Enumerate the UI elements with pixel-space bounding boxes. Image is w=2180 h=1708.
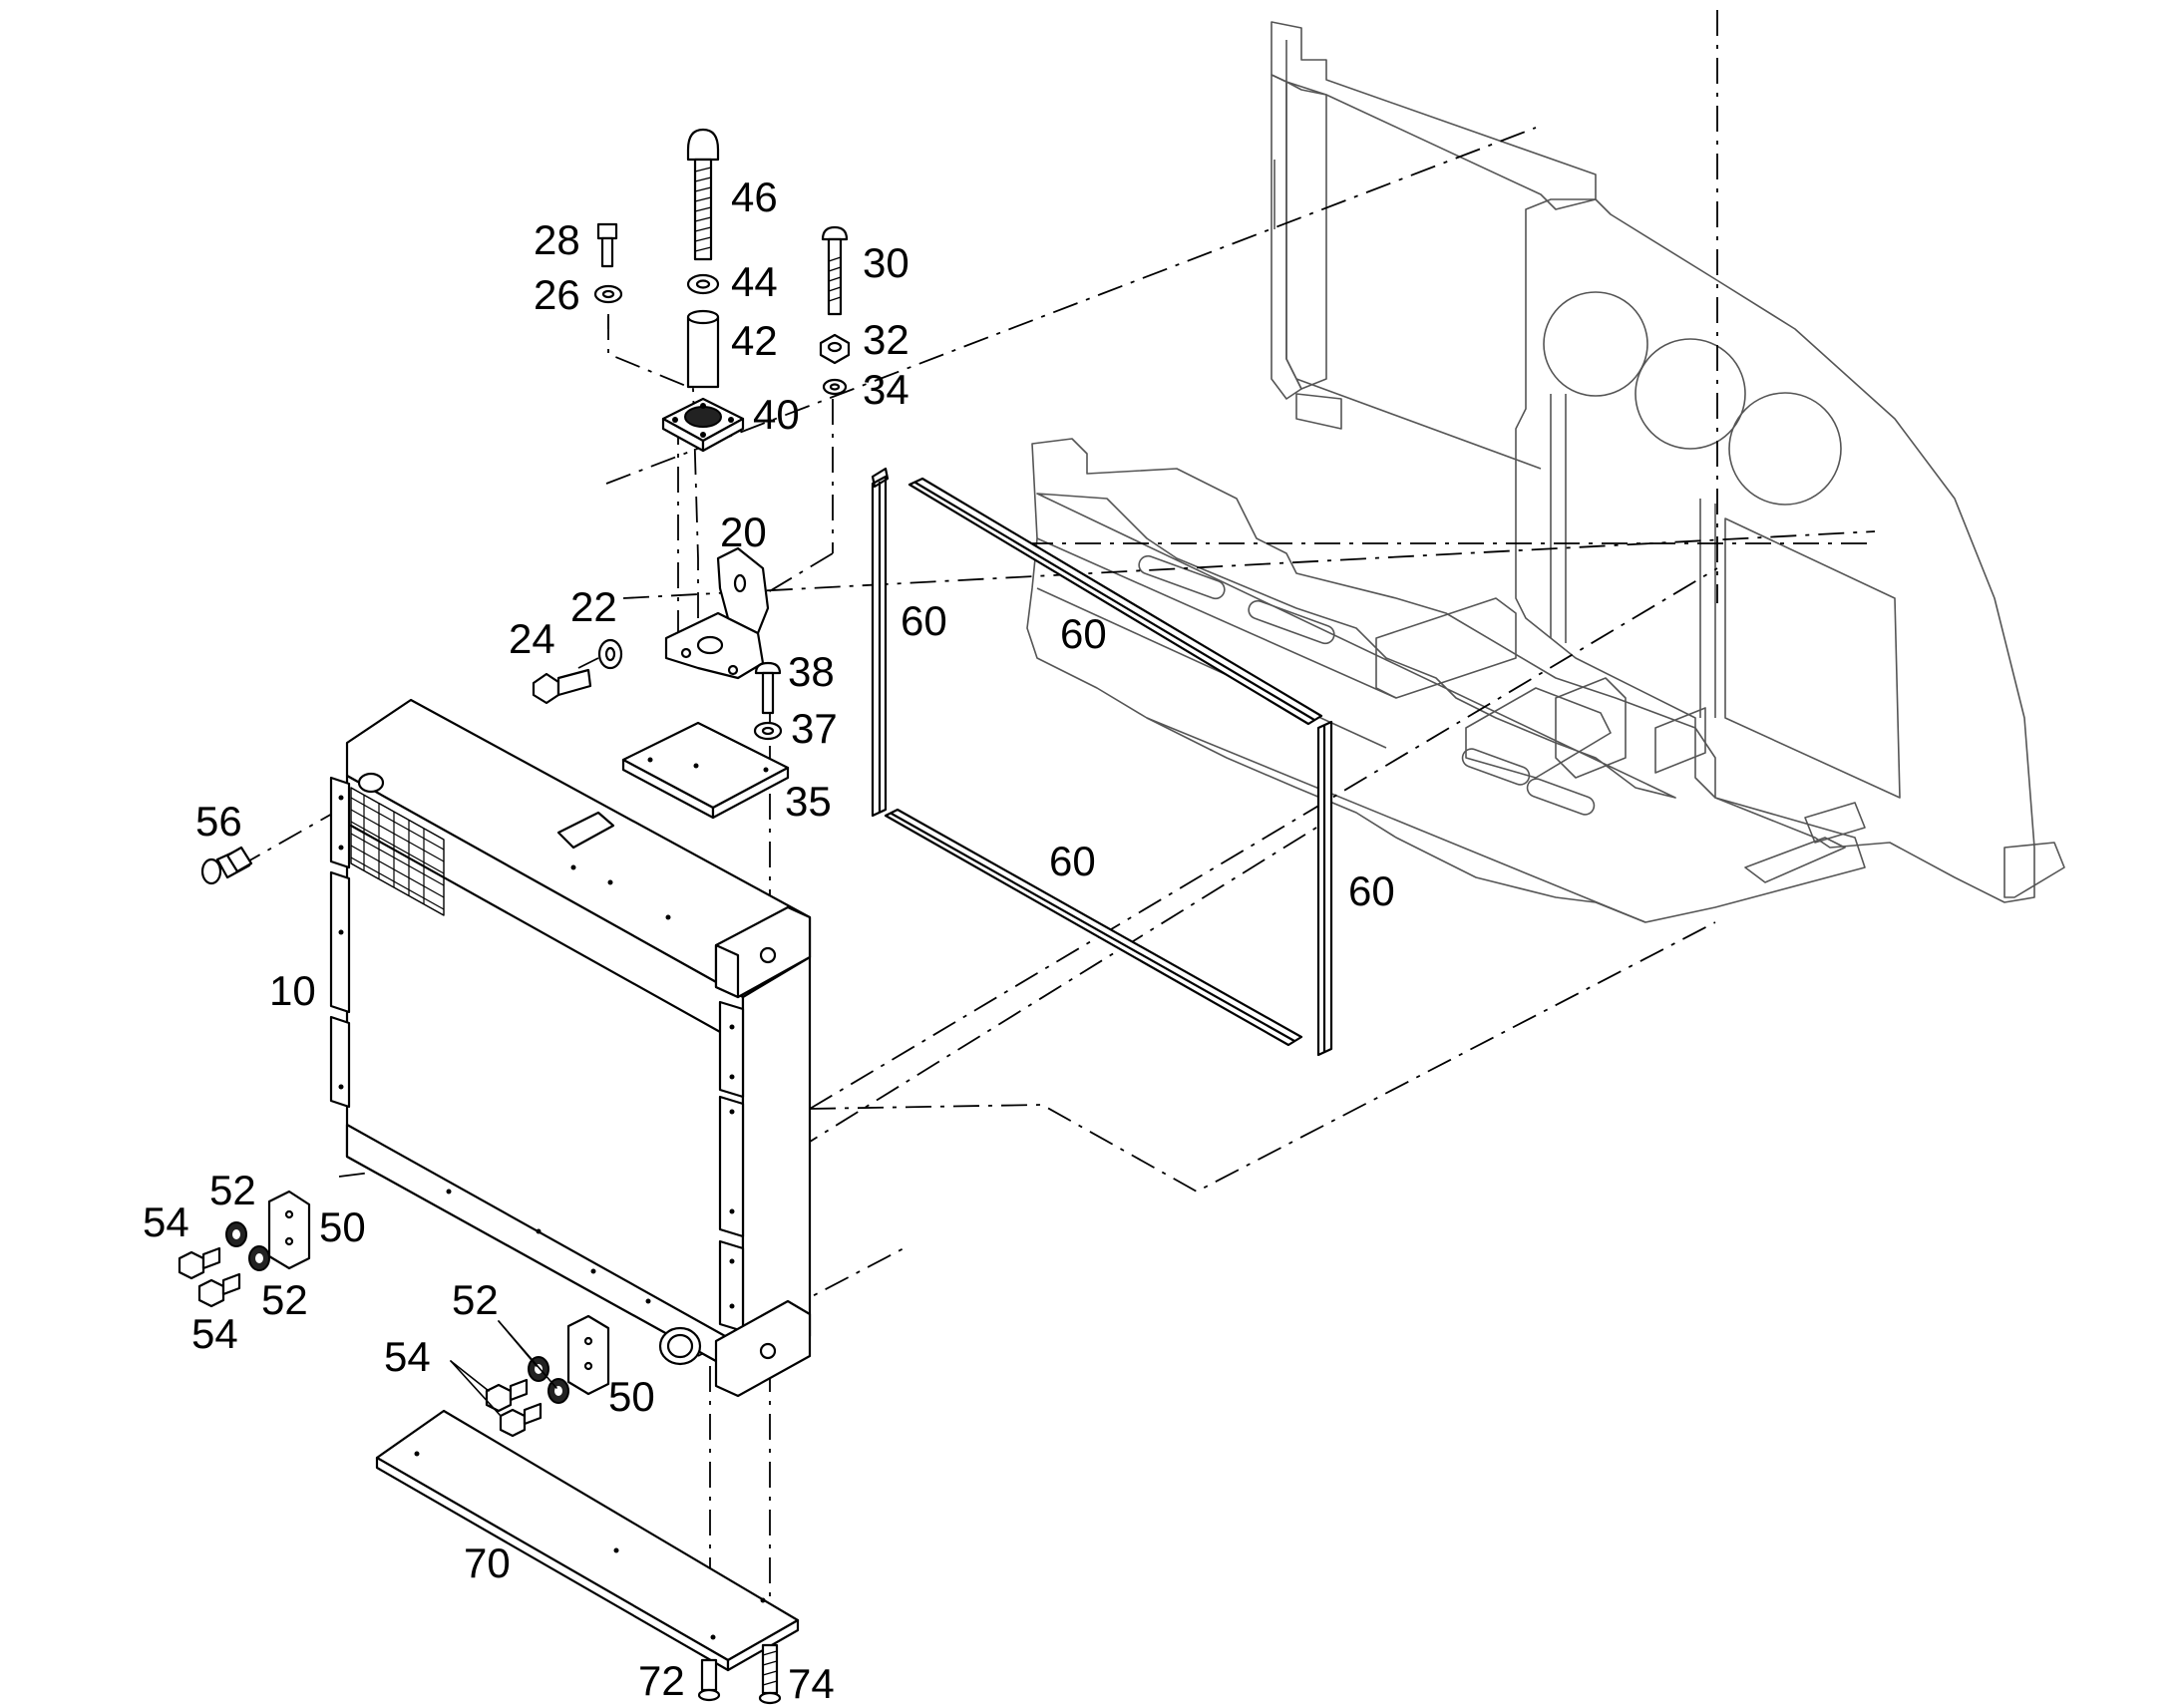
washer-26 [593, 284, 623, 304]
fitting-56 [200, 846, 253, 885]
callout-38: 38 [788, 648, 835, 695]
callout-52-lower-left: 52 [261, 1276, 308, 1323]
callout-50-right: 50 [608, 1373, 655, 1420]
callout-28: 28 [534, 216, 580, 263]
bottom-plate-70 [375, 1409, 800, 1672]
callout-56: 56 [195, 798, 242, 845]
bracket-50-right [566, 1314, 610, 1396]
callout-40: 40 [753, 391, 800, 438]
bolt-24 [532, 668, 592, 705]
callout-34: 34 [863, 366, 909, 413]
callout-74: 74 [788, 1660, 835, 1707]
callout-54-upper-left: 54 [143, 1198, 189, 1245]
washer-37 [753, 721, 783, 741]
callout-60-right: 60 [1348, 867, 1395, 914]
callout-46: 46 [731, 173, 778, 220]
bolts-54-left [178, 1246, 241, 1308]
bolts-54-right [485, 1378, 543, 1438]
bracket-20 [664, 546, 770, 680]
callout-42: 42 [731, 317, 778, 364]
radiator-core [329, 698, 812, 1398]
callout-60-bottom: 60 [1049, 838, 1096, 884]
callout-44: 44 [731, 258, 778, 305]
washers-52-left [225, 1221, 270, 1271]
callout-52-right: 52 [452, 1276, 499, 1323]
bolt-46 [686, 128, 720, 261]
bolt-30 [821, 225, 849, 316]
callout-26: 26 [534, 271, 580, 318]
bolt-38 [754, 661, 782, 715]
callout-labels: 10 20 22 24 26 28 30 32 34 35 37 38 40 4… [143, 173, 1395, 1707]
callout-24: 24 [509, 615, 555, 662]
callout-30: 30 [863, 239, 909, 286]
bolt-28 [596, 222, 618, 268]
callout-50-left: 50 [319, 1203, 366, 1250]
nut-32 [819, 333, 851, 365]
leader-lines [450, 1320, 557, 1417]
callout-72: 72 [638, 1657, 685, 1704]
chassis-frame [1026, 21, 2065, 923]
washer-44 [686, 273, 720, 295]
callout-52-upper-left: 52 [209, 1167, 256, 1213]
callout-32: 32 [863, 316, 909, 363]
washer-22 [597, 638, 623, 670]
spacer-42 [686, 309, 720, 389]
callout-20: 20 [720, 509, 767, 555]
callout-60-top: 60 [1060, 610, 1107, 657]
seal-strips-60 [871, 467, 1333, 1057]
callout-54-lower-left: 54 [191, 1310, 238, 1357]
washer-34 [822, 378, 848, 396]
callout-54-right: 54 [384, 1333, 431, 1380]
plate-35 [621, 721, 790, 820]
screw-74 [758, 1643, 782, 1705]
callout-60-left: 60 [901, 597, 947, 644]
screw-72 [697, 1658, 721, 1702]
mount-40 [661, 397, 745, 453]
callout-37: 37 [791, 705, 838, 752]
callout-22: 22 [570, 583, 617, 630]
callout-35: 35 [785, 778, 832, 825]
callout-70: 70 [464, 1539, 511, 1586]
bracket-50-left [267, 1190, 311, 1270]
callout-10: 10 [269, 967, 316, 1014]
